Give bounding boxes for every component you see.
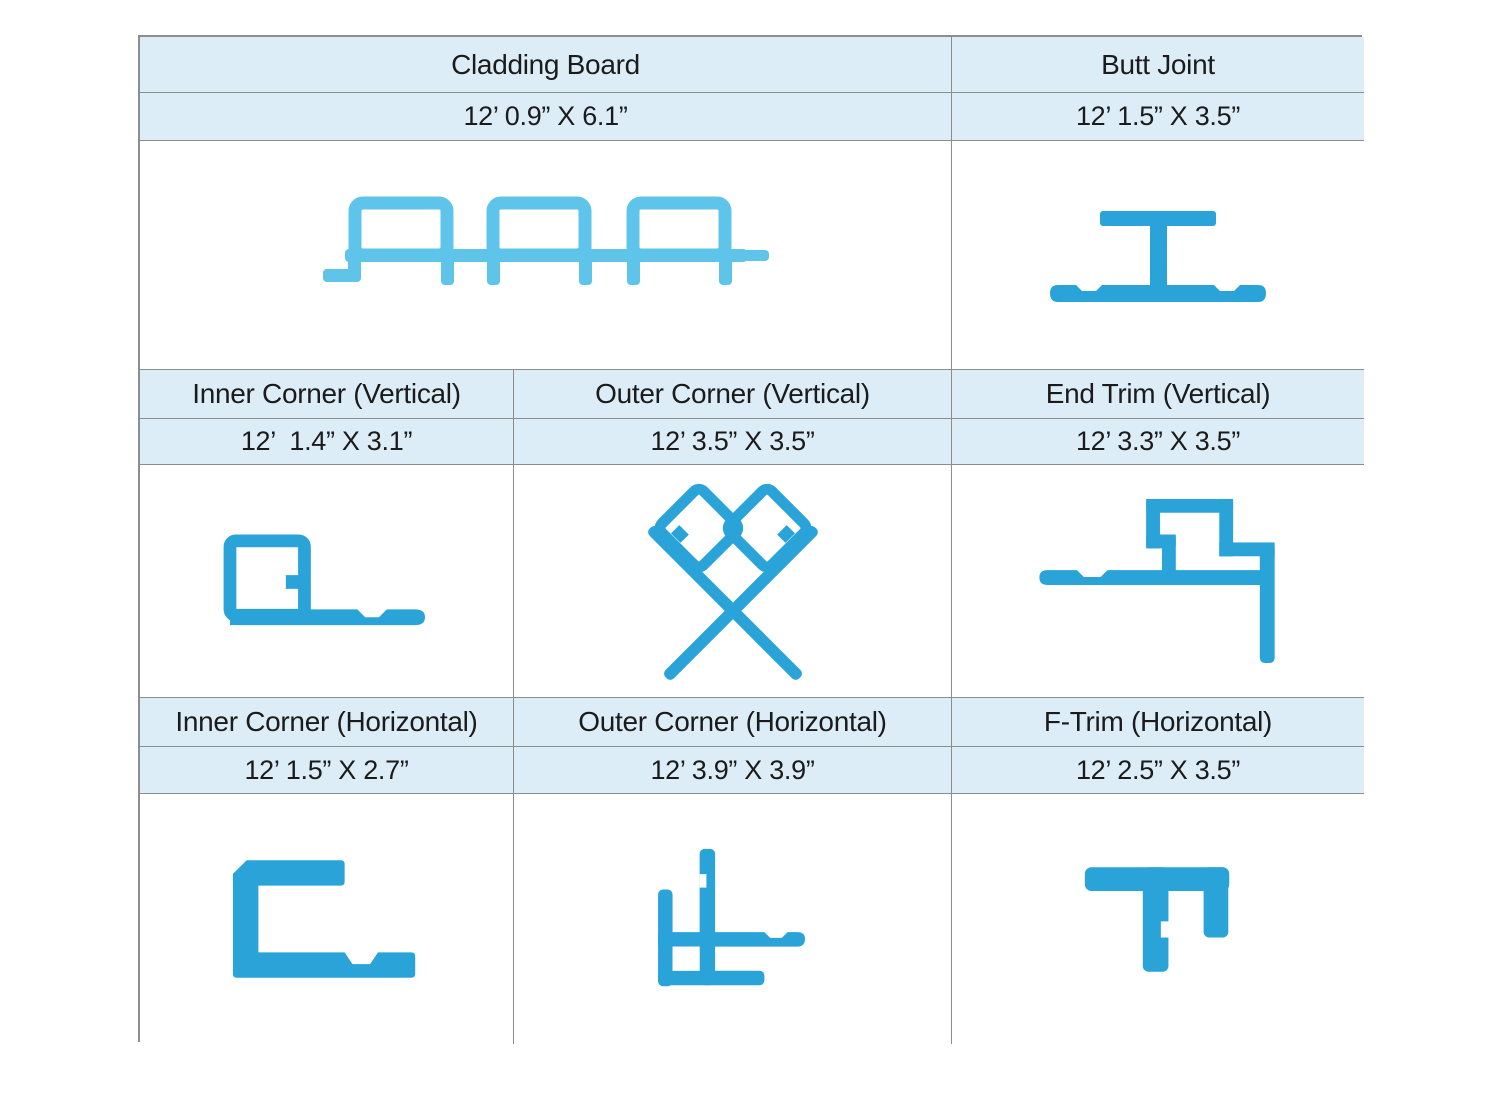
end-trim-vertical-title-cell: End Trim (Vertical) xyxy=(952,370,1364,419)
outer-corner-horizontal-profile-icon xyxy=(658,848,805,986)
butt-joint-dims: 12’ 1.5” X 3.5” xyxy=(1075,101,1241,131)
cladding-board-title: Cladding Board xyxy=(451,48,640,80)
outer-corner-horizontal-drawing-cell xyxy=(514,794,952,1044)
outer-corner-vertical-dims-cell: 12’ 3.5” X 3.5” xyxy=(514,419,952,465)
inner-corner-vertical-drawing-cell xyxy=(140,465,514,698)
inner-corner-horizontal-drawing-cell xyxy=(140,794,514,1044)
inner-corner-horizontal-dims: 12’ 1.5” X 2.7” xyxy=(244,754,409,785)
cladding-board-dims: 12’ 0.9” X 6.1” xyxy=(463,101,628,131)
inner-corner-vertical-title-cell: Inner Corner (Vertical) xyxy=(140,370,514,419)
inner-corner-vertical-title: Inner Corner (Vertical) xyxy=(192,378,461,409)
end-trim-vertical-dims-cell: 12’ 3.3” X 3.5” xyxy=(952,419,1364,465)
cladding-board-drawing-cell xyxy=(140,141,952,370)
outer-corner-horizontal-title: Outer Corner (Horizontal) xyxy=(578,706,887,737)
outer-corner-vertical-drawing-cell xyxy=(514,465,952,698)
cladding-board-title-cell: Cladding Board xyxy=(140,37,952,93)
outer-corner-vertical-title-cell: Outer Corner (Vertical) xyxy=(514,370,952,419)
outer-corner-horizontal-title-cell: Outer Corner (Horizontal) xyxy=(514,698,952,747)
inner-corner-vertical-dims-cell: 12’ 1.4” X 3.1” xyxy=(140,419,514,465)
inner-corner-horizontal-dims-cell: 12’ 1.5” X 2.7” xyxy=(140,747,514,794)
cladding-profile-spec-table: Cladding Board Butt Joint 12’ 0.9” X 6.1… xyxy=(138,35,1364,1044)
butt-joint-drawing-cell xyxy=(952,141,1364,370)
inner-corner-vertical-dims: 12’ 1.4” X 3.1” xyxy=(240,426,413,456)
outer-corner-vertical-profile-icon xyxy=(647,483,818,680)
cladding-board-dims-cell: 12’ 0.9” X 6.1” xyxy=(140,93,952,141)
butt-joint-title-cell: Butt Joint xyxy=(952,37,1364,93)
butt-joint-profile-icon xyxy=(1050,211,1266,302)
cladding-board-profile-icon xyxy=(322,196,769,285)
end-trim-vertical-drawing-cell xyxy=(952,465,1364,698)
f-trim-horizontal-dims: 12’ 2.5” X 3.5” xyxy=(1075,754,1241,785)
butt-joint-dims-cell: 12’ 1.5” X 3.5” xyxy=(952,93,1364,141)
f-trim-horizontal-dims-cell: 12’ 2.5” X 3.5” xyxy=(952,747,1364,794)
butt-joint-title: Butt Joint xyxy=(1101,48,1215,80)
f-trim-horizontal-drawing-cell xyxy=(952,794,1364,1044)
end-trim-vertical-dims: 12’ 3.3” X 3.5” xyxy=(1075,426,1241,456)
f-trim-horizontal-title: F-Trim (Horizontal) xyxy=(1043,706,1273,737)
outer-corner-horizontal-dims: 12’ 3.9” X 3.9” xyxy=(650,754,815,785)
end-trim-vertical-profile-icon xyxy=(1039,498,1275,663)
f-trim-horizontal-profile-icon xyxy=(1084,867,1230,972)
outer-corner-horizontal-dims-cell: 12’ 3.9” X 3.9” xyxy=(514,747,952,794)
outer-corner-vertical-title: Outer Corner (Vertical) xyxy=(595,378,870,409)
inner-corner-vertical-profile-icon xyxy=(223,534,425,626)
inner-corner-horizontal-title: Inner Corner (Horizontal) xyxy=(175,706,478,737)
inner-corner-horizontal-title-cell: Inner Corner (Horizontal) xyxy=(140,698,514,747)
inner-corner-horizontal-profile-icon xyxy=(232,860,415,978)
f-trim-horizontal-title-cell: F-Trim (Horizontal) xyxy=(952,698,1364,747)
outer-corner-vertical-dims: 12’ 3.5” X 3.5” xyxy=(650,426,815,456)
end-trim-vertical-title: End Trim (Vertical) xyxy=(1045,378,1271,409)
